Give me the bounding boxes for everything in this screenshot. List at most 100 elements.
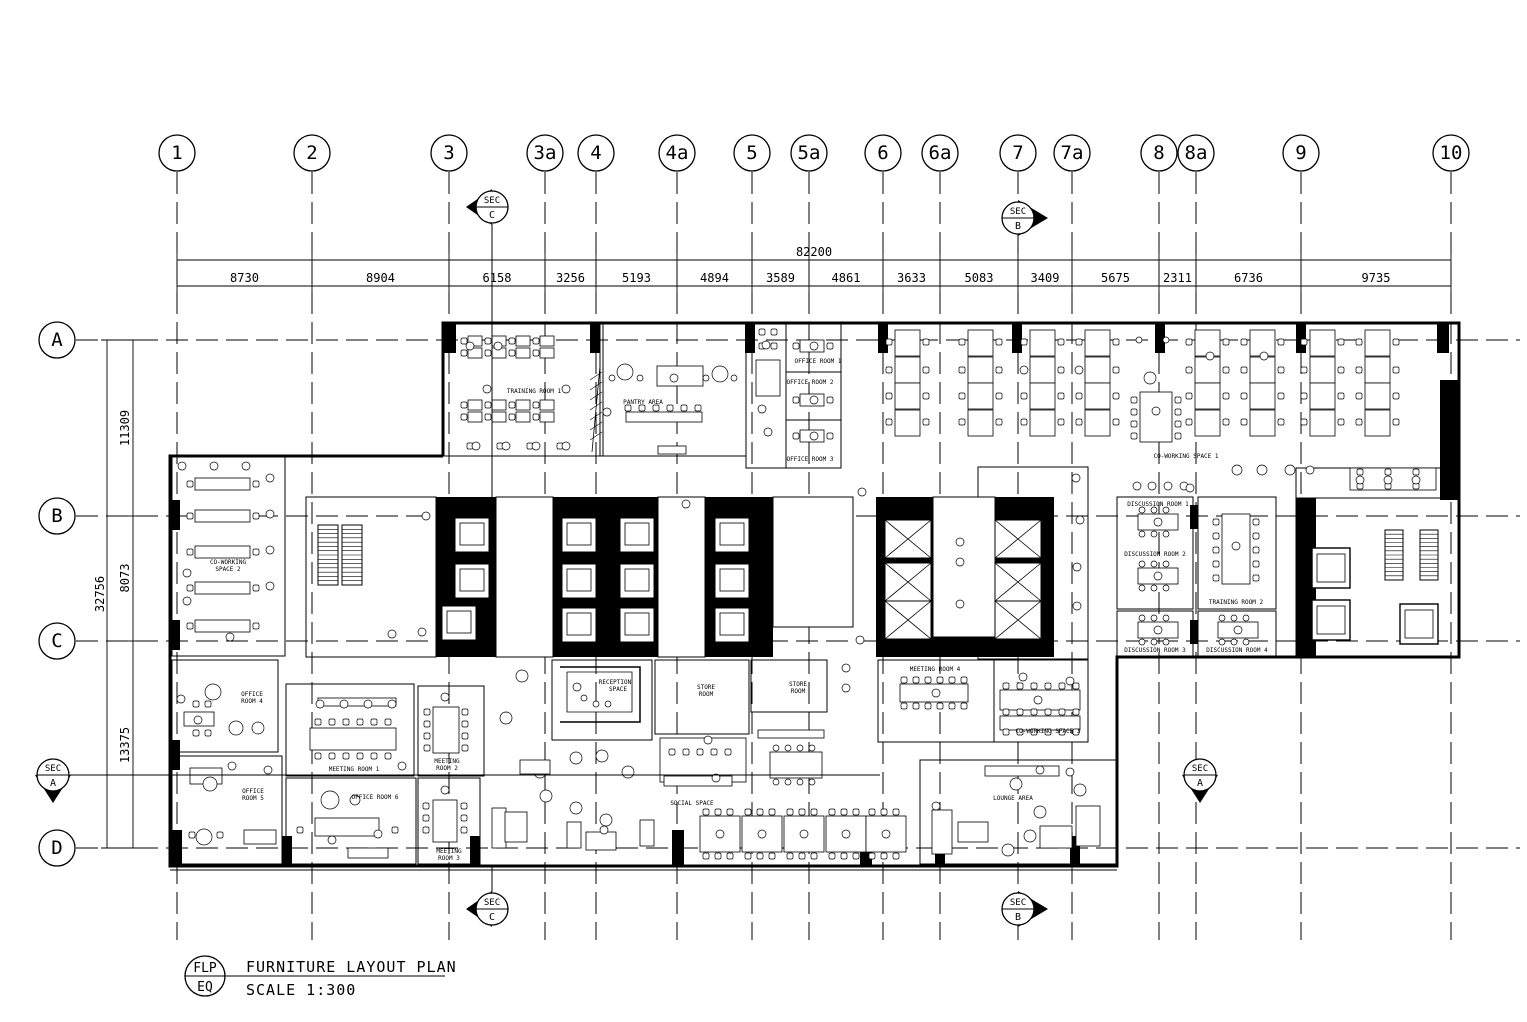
chair: [569, 801, 583, 815]
chair: [391, 826, 399, 834]
furniture-tag: [669, 373, 679, 383]
chair: [192, 729, 200, 737]
chair: [868, 808, 876, 816]
workstation: [1029, 382, 1056, 410]
chair: [726, 852, 734, 860]
furniture-tag: [471, 441, 481, 451]
chair: [948, 702, 956, 710]
chair: [1162, 336, 1170, 344]
chair: [1112, 418, 1120, 426]
chair: [852, 808, 860, 816]
svg-text:6a: 6a: [929, 142, 952, 164]
chair: [209, 461, 219, 471]
furniture-tag: [417, 627, 427, 637]
training-desk: [467, 347, 483, 359]
furniture-tag: [1231, 541, 1241, 551]
furniture-tag: [1185, 483, 1195, 493]
furniture-tag: [421, 511, 431, 521]
furniture-tag: [799, 829, 809, 839]
chair: [616, 363, 634, 381]
chair: [1057, 338, 1065, 346]
furniture-tag: [193, 715, 203, 725]
chair: [580, 694, 588, 702]
chair: [1174, 396, 1182, 404]
chair: [922, 338, 930, 346]
chair: [1252, 574, 1260, 582]
bay-dimension-14: 6736: [1234, 271, 1263, 285]
chair: [730, 374, 738, 382]
chair: [1240, 338, 1248, 346]
chair: [1174, 420, 1182, 428]
chair: [384, 752, 392, 760]
workstation: [967, 356, 994, 384]
chair: [924, 702, 932, 710]
vertical-dimension-c-d: 13375: [118, 727, 132, 763]
bay-dimension-1: 8730: [230, 271, 259, 285]
furniture-tag: [397, 761, 407, 771]
chair: [1355, 366, 1363, 374]
chair: [995, 338, 1003, 346]
svg-text:7: 7: [1012, 142, 1023, 164]
chair: [423, 720, 431, 728]
furniture-tag: [440, 785, 450, 795]
table: [504, 811, 528, 843]
grid-bubble-4a: 4a: [658, 134, 696, 172]
chair: [1162, 530, 1170, 538]
chair: [1130, 420, 1138, 428]
furniture-tag: [1072, 562, 1082, 572]
office-sofa: [347, 847, 389, 859]
chair: [1016, 728, 1024, 736]
training-desk: [491, 399, 507, 411]
workstation: [1029, 356, 1056, 384]
svg-text:B: B: [1015, 912, 1021, 923]
chair: [995, 418, 1003, 426]
chair: [422, 802, 430, 810]
chair: [1132, 481, 1142, 491]
chair: [924, 676, 932, 684]
chair: [885, 366, 893, 374]
furniture-tag: [265, 509, 275, 519]
svg-text:9: 9: [1295, 142, 1306, 164]
svg-text:4a: 4a: [666, 142, 689, 164]
chair: [826, 342, 834, 350]
label-office-room-4-b: ROOM 4: [241, 698, 263, 705]
chair: [868, 852, 876, 860]
chair: [1240, 366, 1248, 374]
label-meeting-room-2-b: ROOM 2: [436, 765, 458, 772]
furniture-tag: [757, 829, 767, 839]
furniture-tag: [327, 835, 337, 845]
label-meeting-room-3-b: ROOM 3: [438, 855, 460, 862]
training-desk: [467, 399, 483, 411]
chair: [1256, 464, 1268, 476]
chair: [948, 676, 956, 684]
meeting-table: [432, 799, 458, 843]
chair: [1150, 638, 1158, 646]
svg-text:8a: 8a: [1185, 142, 1208, 164]
chair: [461, 708, 469, 716]
grid-bubble-C: C: [38, 622, 76, 660]
bay-dimension-7: 3589: [766, 271, 795, 285]
svg-text:3a: 3a: [534, 142, 557, 164]
chair: [1392, 366, 1400, 374]
chair: [1337, 366, 1345, 374]
chair: [423, 732, 431, 740]
chair: [696, 748, 704, 756]
chair: [1020, 418, 1028, 426]
building-shell: [168, 321, 1461, 871]
chair: [342, 752, 350, 760]
label-store-room-b-1: STORE: [789, 681, 807, 688]
grid-bubble-A: A: [38, 321, 76, 359]
chair: [532, 401, 540, 409]
chair: [1212, 518, 1220, 526]
chair: [508, 349, 516, 357]
label-office-room-1: OFFICE ROOM 1: [795, 358, 842, 365]
coffee-table: [585, 831, 617, 851]
chair: [885, 392, 893, 400]
chair: [1337, 392, 1345, 400]
svg-text:5a: 5a: [798, 142, 821, 164]
grid-bubble-6a: 6a: [921, 134, 959, 172]
label-reception-space-b: SPACE: [609, 686, 627, 693]
chair: [770, 328, 778, 336]
